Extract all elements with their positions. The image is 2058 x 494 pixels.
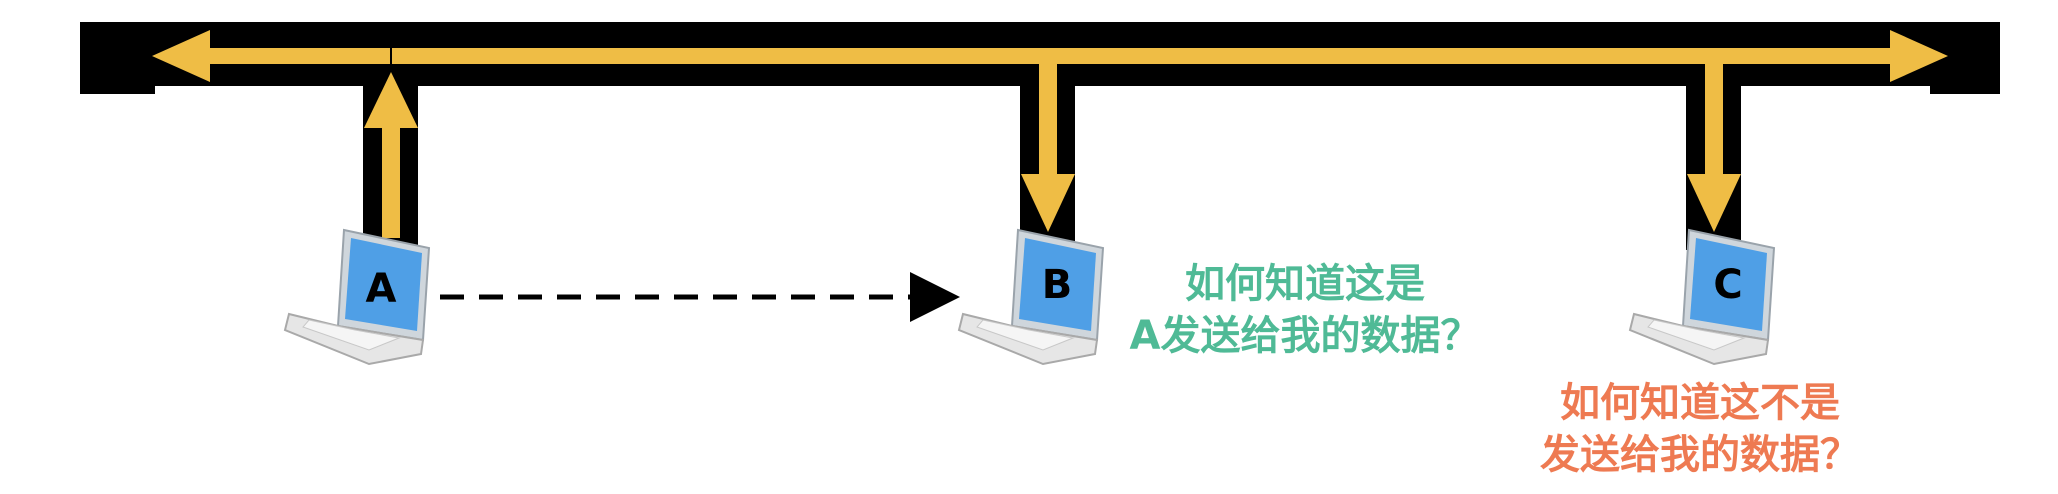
down-arrow-b-head [1021,174,1075,232]
signal-right-head [1890,30,1948,82]
question-b: 如何知道这是 A发送给我的数据？ [1105,258,1505,362]
up-arrow-head [364,72,418,128]
laptop-screen [1019,238,1096,331]
laptop-keyboard [1647,319,1746,351]
down-arrow-c-shaft [1705,64,1723,184]
up-arrow-icon [364,72,418,238]
down-arrow-b-shaft [1039,64,1057,184]
question-c: 如何知道这不是 发送给我的数据？ [1500,377,1900,481]
laptop-screen [1690,238,1767,331]
laptop-keyboard [302,319,401,351]
down-arrow-c-head [1687,174,1741,232]
question-b-line1: 如何知道这是 [1185,261,1425,307]
signal-left-head [152,30,210,82]
broadcast-arrow-icon [152,30,1948,82]
signal-shaft [200,48,1900,64]
laptop-icon: B [957,228,1105,366]
question-c-line1: 如何知道这不是 [1560,380,1840,426]
laptop-icon: A [283,228,431,366]
up-arrow-shaft [382,118,400,238]
laptop-keyboard [976,319,1075,351]
host-c-label: C [1713,262,1742,308]
laptop-icon: C [1628,228,1776,366]
down-arrow-b-icon [1021,64,1075,232]
laptop-screen [345,238,422,331]
question-b-line2: A发送给我的数据？ [1129,313,1481,359]
host-a-label: A [366,266,397,312]
down-arrow-c-icon [1687,64,1741,232]
question-c-line2: 发送给我的数据？ [1540,432,1860,478]
bus-left-cap [80,22,155,94]
host-b-label: B [1042,262,1073,308]
